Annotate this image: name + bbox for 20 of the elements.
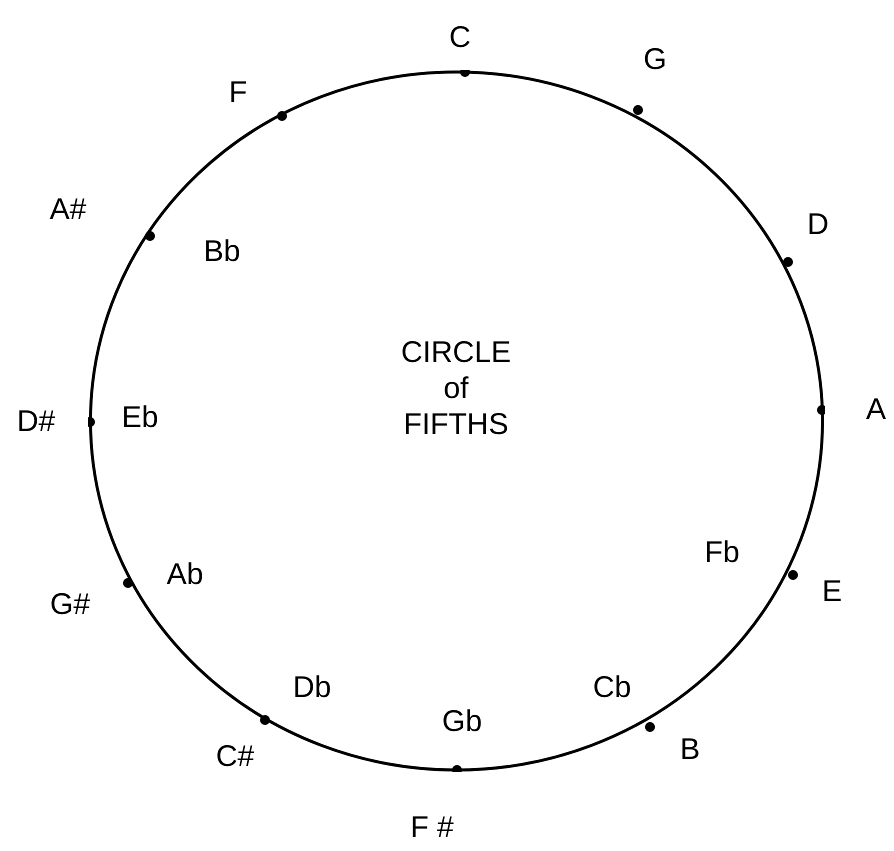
note-label: Cb xyxy=(592,672,632,704)
note-label: G# xyxy=(50,589,90,621)
note-label: D xyxy=(807,209,829,241)
note-label: F # xyxy=(410,812,454,844)
note-label: D# xyxy=(16,406,56,438)
circle-title: CIRCLE of FIFTHS xyxy=(400,335,512,443)
note-label: F xyxy=(228,77,248,109)
note-label: C xyxy=(449,22,471,54)
note-label: Eb xyxy=(122,402,158,434)
note-label: Gb xyxy=(442,706,482,738)
note-label: Bb xyxy=(204,236,240,268)
note-label: Ab xyxy=(166,559,204,591)
note-label: Fb xyxy=(704,537,740,569)
note-label: G xyxy=(643,44,667,76)
note-label: A# xyxy=(50,194,86,226)
note-label: C# xyxy=(216,741,254,773)
note-label: A xyxy=(866,394,886,426)
note-label: Db xyxy=(292,672,332,704)
note-label: E xyxy=(822,576,842,608)
note-label: B xyxy=(680,734,700,766)
